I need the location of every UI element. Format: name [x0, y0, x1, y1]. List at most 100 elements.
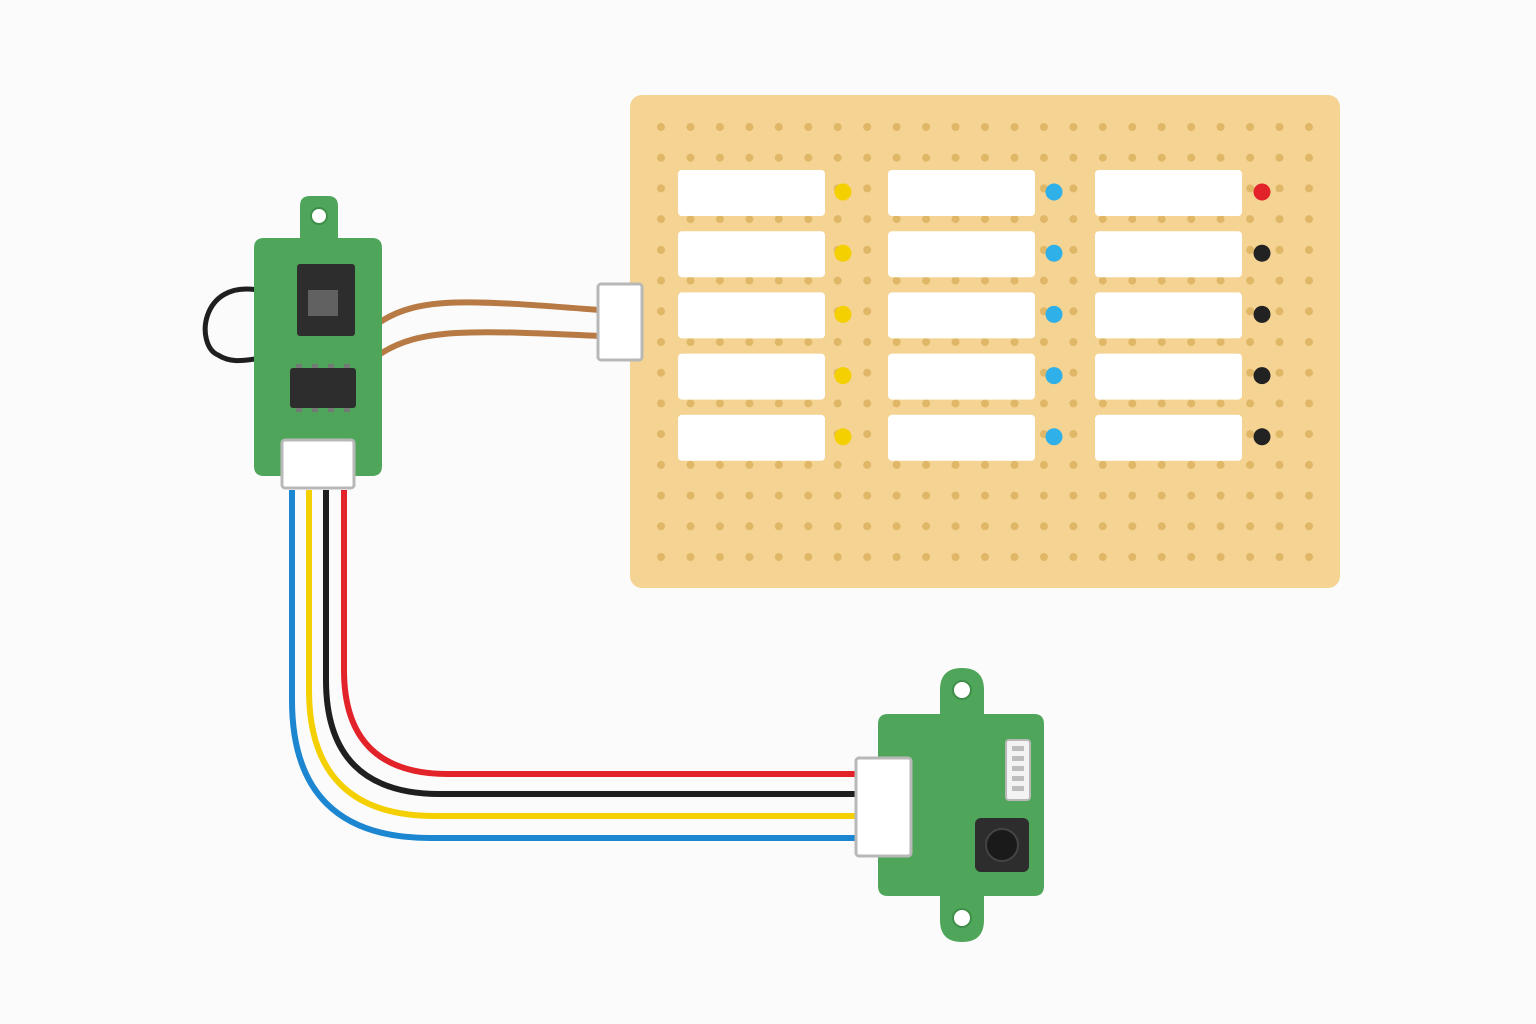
pin-marker-black — [1253, 305, 1271, 323]
perfboard-hole — [1187, 399, 1196, 408]
perfboard-hole — [863, 245, 872, 254]
chip-upper-blur — [308, 290, 338, 316]
perfboard-hole — [1069, 430, 1078, 439]
perfboard-hole — [1157, 123, 1166, 131]
perfboard-hole — [1305, 522, 1313, 531]
perfboard-hole — [804, 460, 813, 469]
perfboard-hole — [1187, 123, 1196, 131]
perfboard-hole — [981, 338, 989, 346]
perfboard-hole — [1069, 399, 1078, 408]
chip-pin — [296, 408, 302, 412]
label-slot — [888, 292, 1035, 339]
perfboard-hole — [745, 215, 754, 224]
perfboard-hole — [1216, 553, 1225, 561]
perfboard-hole — [1305, 123, 1313, 131]
perfboard-hole — [1069, 307, 1078, 316]
pin-marker-blue — [1045, 305, 1063, 323]
perfboard-hole — [1039, 460, 1048, 469]
perfboard-hole — [1216, 338, 1225, 346]
label-slot — [888, 353, 1035, 400]
perfboard-hole — [1039, 522, 1048, 531]
pin-marker-yellow — [834, 428, 852, 446]
perfboard-hole — [745, 553, 754, 561]
perfboard-hole — [1098, 553, 1107, 561]
label-slot — [888, 170, 1035, 216]
perfboard-hole — [863, 491, 872, 500]
perfboard-hole — [1275, 491, 1284, 500]
perfboard-hole — [1039, 399, 1048, 408]
perfboard-hole — [804, 123, 813, 131]
pin-marker-yellow — [834, 367, 852, 385]
label-slot — [1095, 414, 1242, 461]
perfboard-hole — [1039, 153, 1048, 162]
perfboard-hole — [745, 460, 754, 469]
perfboard-hole — [804, 215, 813, 224]
perfboard-hole — [922, 491, 931, 500]
perfboard-hole — [1275, 430, 1284, 439]
controller-bottom-connector — [280, 438, 356, 490]
perfboard-hole — [1157, 215, 1166, 224]
perfboard-hole — [863, 430, 872, 439]
perfboard-hole — [1069, 553, 1078, 561]
perfboard-hole — [981, 123, 989, 131]
perfboard-hole — [804, 276, 813, 285]
perfboard-hole — [1187, 553, 1196, 561]
pin-marker-yellow — [834, 305, 852, 323]
perfboard-hole — [1069, 184, 1078, 193]
perfboard-hole — [981, 522, 989, 531]
perfboard-hole — [1128, 522, 1137, 531]
perfboard-hole — [1069, 491, 1078, 500]
perfboard-hole — [1305, 276, 1313, 285]
chip-pin — [312, 408, 318, 412]
perfboard-hole — [833, 215, 842, 224]
perfboard-hole — [686, 491, 695, 500]
label-slot — [678, 231, 825, 278]
perfboard-hole — [774, 338, 783, 346]
perfboard-hole — [1010, 338, 1019, 346]
perfboard-hole — [1216, 123, 1225, 131]
perfboard-hole — [1069, 153, 1078, 162]
perfboard-hole — [1157, 153, 1166, 162]
perfboard-hole — [1010, 276, 1019, 285]
perfboard-hole — [951, 338, 960, 346]
perfboard-hole — [1098, 276, 1107, 285]
perfboard-hole — [981, 215, 989, 224]
perfboard-hole — [892, 522, 901, 531]
perfboard-hole — [863, 338, 872, 346]
perfboard-hole — [892, 153, 901, 162]
perfboard-hole — [1069, 215, 1078, 224]
sensor-module-icon — [878, 668, 1044, 942]
perfboard-hole — [1010, 123, 1019, 131]
perfboard-hole — [1305, 245, 1313, 254]
perfboard-hole — [892, 399, 901, 408]
label-slot — [888, 414, 1035, 461]
perfboard-hole — [1128, 460, 1137, 469]
perfboard-hole — [1098, 123, 1107, 131]
sensor-module — [854, 668, 1044, 942]
perfboard-hole — [1157, 553, 1166, 561]
wire-blue — [289, 490, 858, 841]
perfboard-hole — [863, 553, 872, 561]
perfboard-hole — [892, 276, 901, 285]
perfboard-hole — [774, 276, 783, 285]
perfboard-hole — [774, 491, 783, 500]
perfboard-hole — [1246, 153, 1255, 162]
perfboard-hole — [922, 522, 931, 531]
perfboard-hole — [715, 215, 724, 224]
perfboard-hole — [774, 215, 783, 224]
perfboard-hole — [774, 123, 783, 131]
perfboard-hole — [1246, 338, 1255, 346]
perfboard-hole — [1010, 399, 1019, 408]
perfboard-hole — [1069, 123, 1078, 131]
perfboard-hole — [863, 399, 872, 408]
perfboard-hole — [1128, 276, 1137, 285]
pin-marker-blue — [1045, 183, 1063, 201]
perfboard-hole — [922, 460, 931, 469]
perfboard-hole — [804, 399, 813, 408]
perfboard-hole — [1246, 430, 1255, 439]
sensor-lens-icon — [985, 828, 1019, 862]
perfboard-hole — [657, 123, 665, 131]
perfboard-connector — [596, 282, 644, 362]
label-slot — [888, 231, 1035, 278]
